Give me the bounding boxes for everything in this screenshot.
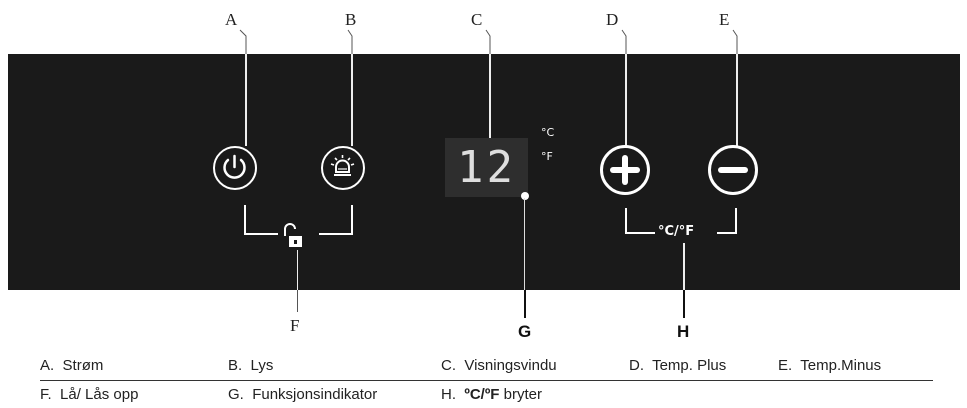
legend-item-g: G. Funksjonsindikator (228, 386, 377, 403)
leader-b (347, 29, 353, 60)
legend-label: Strøm (62, 357, 104, 374)
legend-item-f: F. Lå/ Lås opp (40, 386, 138, 403)
plus-icon (610, 155, 640, 185)
legend-label: Lå/ Lås opp (60, 386, 139, 403)
power-button[interactable] (213, 146, 257, 190)
legend-key: B. (228, 357, 243, 374)
legend-label: Lys (250, 357, 274, 374)
leader-g-out (524, 290, 526, 318)
callout-h: H (677, 322, 690, 341)
legend-item-d: D. Temp. Plus (629, 357, 726, 374)
leader-b-in (351, 54, 353, 146)
lock-icon (284, 223, 302, 247)
leader-f-out (297, 290, 298, 312)
legend-item-c: C. Visningsvindu (441, 357, 557, 374)
leader-h-out (683, 290, 685, 318)
legend-key: C. (441, 357, 456, 374)
lock-bracket (244, 205, 353, 235)
display-window: 12 (445, 138, 528, 197)
legend-key: G. (228, 386, 244, 403)
legend-item-b: B. Lys (228, 357, 273, 374)
minus-icon (718, 167, 748, 173)
legend-item-a: A. Strøm (40, 357, 103, 374)
display-digits: 12 (457, 142, 516, 193)
legend-key: F. (40, 386, 52, 403)
legend-item-h: H. ºC/ºF bryter (441, 386, 542, 403)
leader-e-in (736, 54, 738, 146)
leader-a-in (245, 54, 247, 146)
light-button[interactable] (321, 146, 365, 190)
callout-c: C (471, 10, 483, 29)
legend-divider (40, 380, 933, 381)
temp-plus-button[interactable] (600, 145, 650, 195)
temp-minus-button[interactable] (708, 145, 758, 195)
legend-label: Temp. Plus (652, 357, 727, 374)
callout-b: B (345, 10, 357, 29)
cf-bracket-label: °C/°F (658, 224, 695, 239)
legend-label: Temp.Minus (800, 357, 882, 374)
leader-e (732, 29, 738, 60)
indicator-dot-icon (521, 192, 529, 200)
legend-label: Funksjonsindikator (252, 386, 378, 403)
power-icon (223, 154, 246, 179)
cf-bracket (625, 208, 737, 234)
leader-f-in (297, 250, 298, 290)
callout-f: F (290, 316, 300, 335)
callout-a: A (225, 10, 238, 29)
leader-g-in (524, 198, 525, 290)
leader-h-in (683, 243, 685, 290)
legend-key: E. (778, 357, 793, 374)
legend-key: H. (441, 386, 456, 403)
light-icon (330, 155, 355, 176)
legend-key: D. (629, 357, 644, 374)
legend-key: A. (40, 357, 55, 374)
callout-d: D (606, 10, 619, 29)
callout-g: G (518, 322, 532, 341)
leader-a (239, 29, 247, 60)
legend-label: Visningsvindu (464, 357, 557, 374)
leader-c (485, 29, 491, 60)
callout-e: E (719, 10, 730, 29)
unit-fahrenheit-label: °F (541, 150, 553, 163)
leader-c-in (489, 54, 491, 139)
leader-d-in (625, 54, 627, 146)
leader-d (621, 29, 627, 60)
legend-item-e: E. Temp.Minus (778, 357, 881, 374)
legend-label-bold: ºC/ºF (464, 386, 500, 403)
unit-celsius-label: °C (541, 126, 555, 139)
legend-label: bryter (503, 386, 542, 403)
top-leader-lines (239, 29, 738, 60)
